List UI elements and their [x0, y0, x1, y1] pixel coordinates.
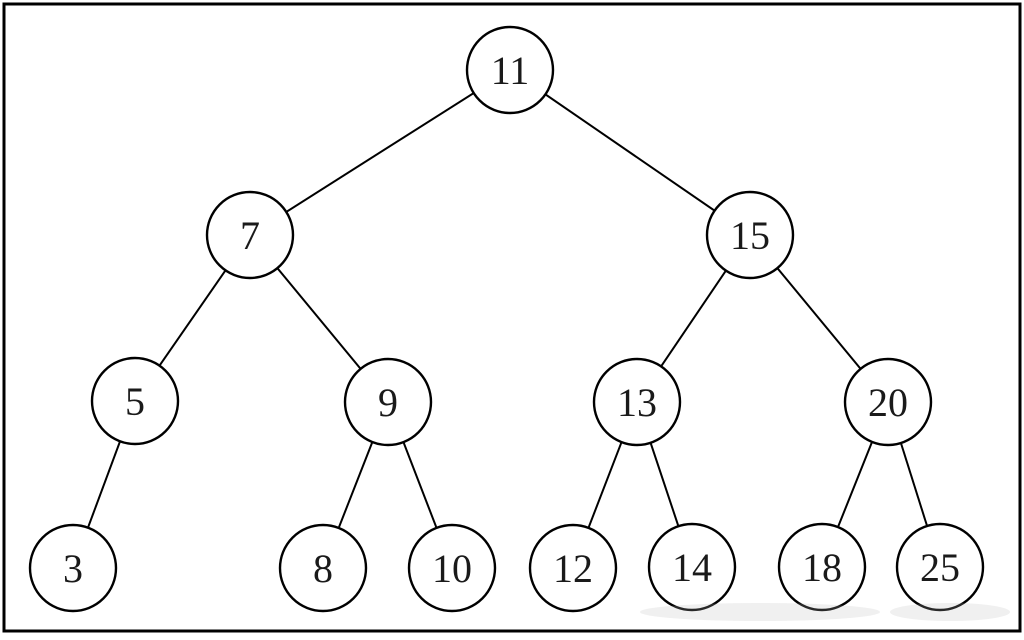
tree-node-5: 5 — [90, 356, 180, 446]
node-circle-3 — [28, 523, 118, 613]
node-label-18: 18 — [802, 545, 842, 590]
tree-node-11: 11 — [465, 25, 555, 115]
tree-edge-n11-n15 — [509, 69, 751, 236]
tree-node-13: 13 — [592, 357, 682, 447]
tree-edge-n11-n7 — [249, 69, 511, 236]
node-label-13: 13 — [617, 380, 657, 425]
tree-node-25: 25 — [895, 522, 985, 612]
watermark-smudge — [640, 603, 1010, 621]
tree-node-8: 8 — [278, 523, 368, 613]
node-label-15: 15 — [730, 213, 770, 258]
tree-node-9: 9 — [343, 357, 433, 447]
node-label-11: 11 — [491, 48, 530, 93]
node-circle-14 — [647, 522, 737, 612]
tree-node-20: 20 — [843, 357, 933, 447]
tree-node-18: 18 — [777, 522, 867, 612]
node-circle-25 — [895, 522, 985, 612]
tree-node-15: 15 — [705, 190, 795, 280]
node-circle-11 — [465, 25, 555, 115]
tree-node-12: 12 — [528, 523, 618, 613]
node-label-8: 8 — [313, 546, 333, 591]
node-label-12: 12 — [553, 546, 593, 591]
node-circle-8 — [278, 523, 368, 613]
nodes-layer: 11 7 15 5 9 13 20 3 8 10 12 14 18 25 — [28, 25, 985, 613]
node-label-7: 7 — [240, 213, 260, 258]
node-label-10: 10 — [432, 546, 472, 591]
node-label-9: 9 — [378, 380, 398, 425]
node-label-5: 5 — [125, 379, 145, 424]
node-circle-18 — [777, 522, 867, 612]
edges-layer — [72, 69, 941, 569]
node-circle-9 — [343, 357, 433, 447]
node-label-25: 25 — [920, 545, 960, 590]
node-circle-15 — [705, 190, 795, 280]
node-label-3: 3 — [63, 546, 83, 591]
node-circle-13 — [592, 357, 682, 447]
tree-node-10: 10 — [407, 523, 497, 613]
node-label-20: 20 — [868, 380, 908, 425]
tree-node-7: 7 — [205, 190, 295, 280]
tree-node-14: 14 — [647, 522, 737, 612]
node-circle-12 — [528, 523, 618, 613]
node-label-14: 14 — [672, 545, 712, 590]
tree-node-3: 3 — [28, 523, 118, 613]
node-circle-7 — [205, 190, 295, 280]
node-circle-5 — [90, 356, 180, 446]
node-circle-20 — [843, 357, 933, 447]
node-circle-10 — [407, 523, 497, 613]
